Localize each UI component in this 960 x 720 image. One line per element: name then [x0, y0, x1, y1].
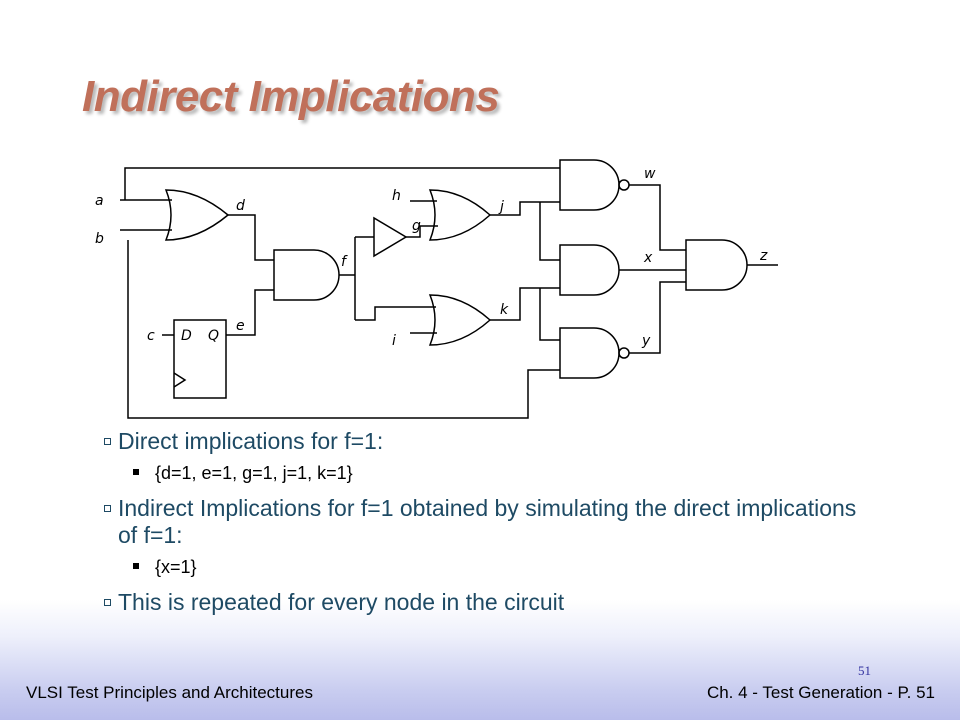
nand-gate-y	[559, 327, 620, 379]
sub-bullet-1-text: {d=1, e=1, g=1, j=1, k=1}	[155, 463, 353, 483]
label-f: f	[341, 254, 348, 270]
sub-bullet-1: {d=1, e=1, g=1, j=1, k=1}	[104, 461, 864, 485]
or-gate-k	[428, 294, 492, 346]
sub-bullet-2: {x=1}	[104, 555, 864, 579]
filled-square-bullet-icon	[133, 563, 139, 569]
bullet-2: Indirect Implications for f=1 obtained b…	[104, 495, 864, 549]
sub-bullet-2-text: {x=1}	[155, 557, 197, 577]
bullet-1: Direct implications for f=1:	[104, 428, 864, 455]
d-flip-flop	[173, 319, 227, 399]
bullet-list: Direct implications for f=1: {d=1, e=1, …	[104, 428, 864, 616]
nand-bubble-y	[618, 347, 630, 359]
footer-background	[0, 600, 960, 720]
or-gate-j	[428, 189, 492, 241]
label-d: d	[236, 198, 245, 214]
label-y: y	[641, 333, 651, 349]
or-gate-d	[164, 189, 230, 241]
flip-flop-d-label: D	[181, 328, 192, 344]
bullet-1-text: Direct implications for f=1:	[118, 428, 384, 454]
slide-title: Indirect Implications	[82, 72, 500, 121]
nand-gate-w	[559, 159, 620, 211]
label-g: g	[412, 218, 421, 234]
page-number: 51	[858, 663, 871, 678]
label-x: x	[643, 250, 653, 266]
label-c: c	[147, 328, 155, 344]
flip-flop-clock	[173, 372, 187, 388]
and-gate-f	[273, 249, 340, 301]
bullet-3-text: This is repeated for every node in the c…	[118, 589, 565, 615]
label-j: j	[498, 199, 504, 215]
circuit-wires	[120, 167, 778, 419]
buffer-gate-g	[373, 216, 408, 258]
nand-bubble-w	[618, 179, 630, 191]
hollow-square-bullet-icon	[104, 438, 111, 445]
filled-square-bullet-icon	[133, 469, 139, 475]
flip-flop-q-label: Q	[208, 328, 219, 344]
bullet-2-text: Indirect Implications for f=1 obtained b…	[118, 495, 857, 548]
and-gate-z	[685, 239, 748, 291]
label-b: b	[95, 231, 104, 247]
signal-labels: a b c d e f g h i j k w x y z D Q	[95, 166, 768, 349]
footer-chapter-page: Ch. 4 - Test Generation - P. 51	[706, 683, 935, 702]
label-h: h	[392, 188, 401, 204]
circuit-diagram: a b c d e f g h i j k w x y z D Q	[95, 159, 778, 419]
label-z: z	[759, 248, 768, 264]
hollow-square-bullet-icon	[104, 505, 111, 512]
label-w: w	[644, 166, 656, 182]
label-i: i	[392, 333, 396, 349]
hollow-square-bullet-icon	[104, 599, 111, 606]
bullet-3: This is repeated for every node in the c…	[104, 589, 864, 616]
label-k: k	[500, 302, 509, 318]
label-e: e	[236, 318, 245, 334]
footer-course-title: VLSI Test Principles and Architectures	[26, 683, 313, 702]
and-gate-x	[559, 244, 620, 296]
label-a: a	[95, 193, 104, 209]
